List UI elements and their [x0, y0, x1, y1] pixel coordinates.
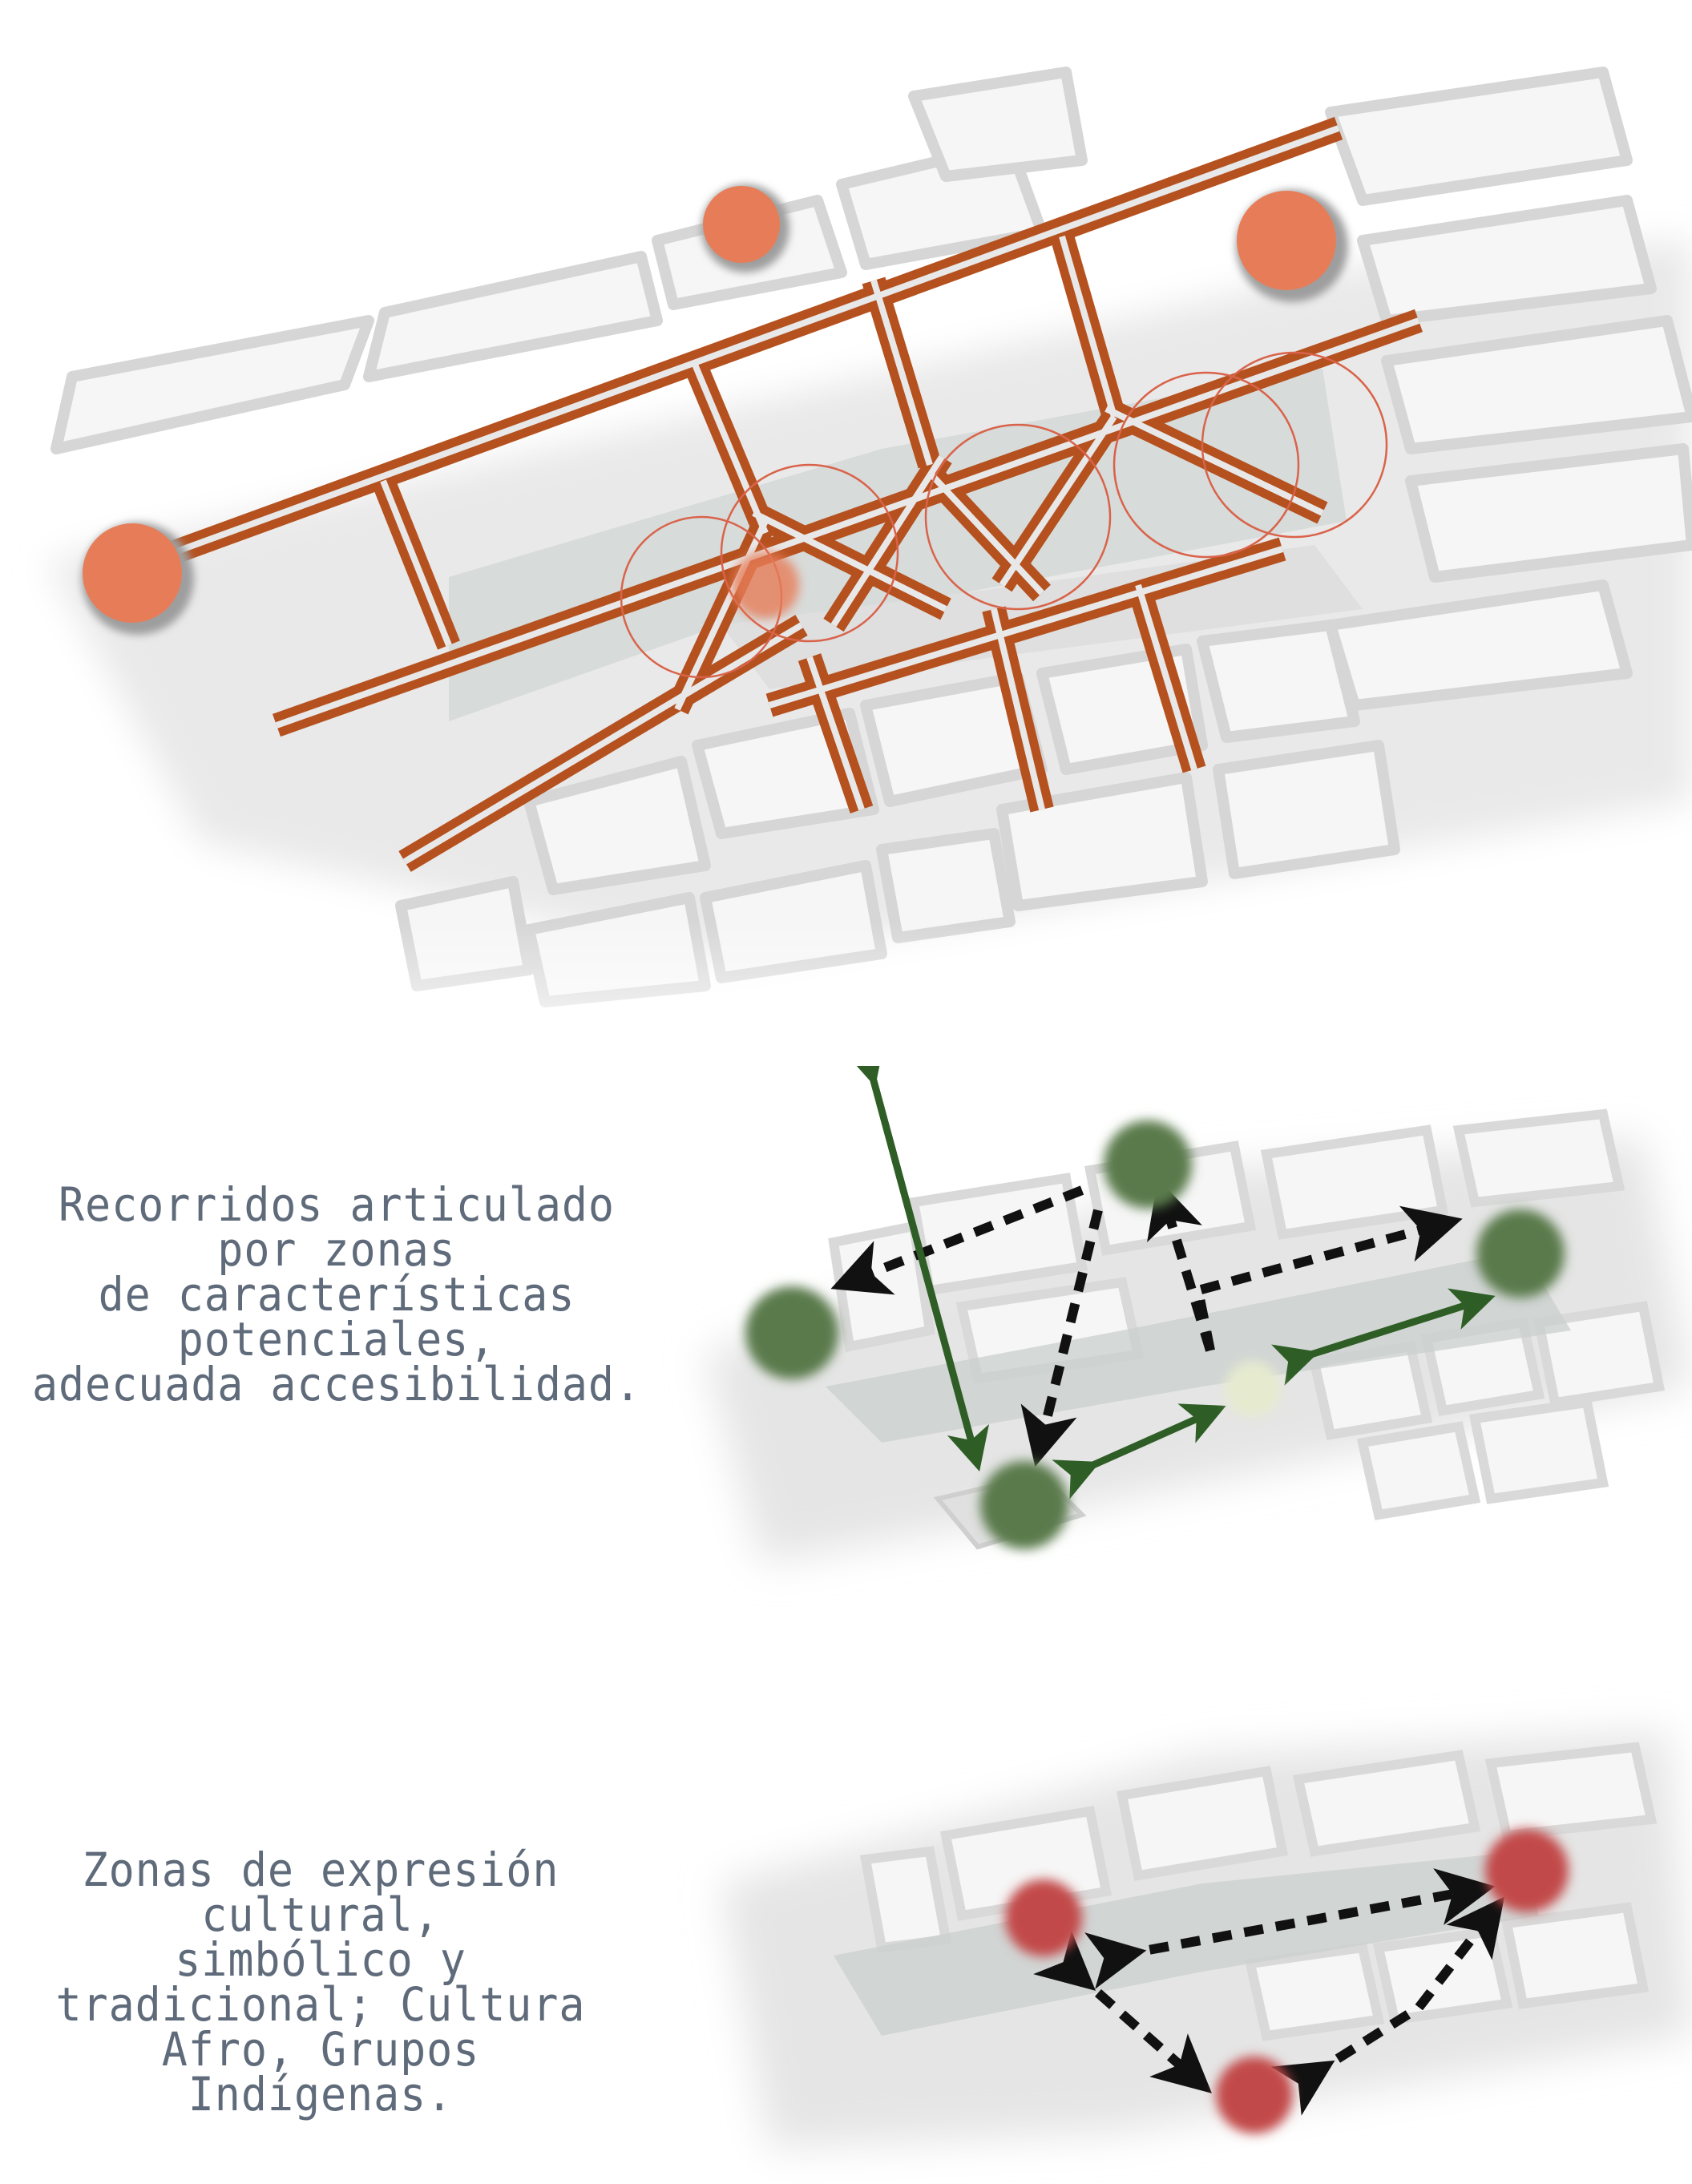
cultural-zones-panel: Zonas de expresión cultural, simbólico y…	[0, 1619, 1692, 2184]
green-nodes	[745, 1120, 1565, 1549]
accessibility-panel: Recorridos articulado por zonas de carac…	[0, 1066, 1692, 1619]
city-blocks	[50, 67, 1692, 1007]
route-network-panel	[0, 0, 1692, 1066]
route-network-map	[0, 67, 1692, 1066]
caption-line: Zonas de expresión cultural,	[82, 1843, 559, 1942]
caption-line: Afro, Grupos Indígenas.	[161, 2022, 480, 2121]
accessibility-map	[705, 1066, 1692, 1563]
caption-line: simbólico y tradicional; Cultura	[55, 1932, 586, 2032]
influence-rings	[620, 351, 1388, 679]
caption-line: adecuada accesibilidad.	[31, 1357, 642, 1411]
caption-line: de características potenciales,	[98, 1267, 575, 1367]
caption-line: Recorridos articulado por zonas	[59, 1177, 615, 1277]
cultural-zones-map	[721, 1731, 1692, 2148]
red-nodes	[1005, 1829, 1569, 2134]
orange-nodes	[82, 184, 1348, 635]
green-connections	[842, 1066, 1496, 1500]
caption-recorridos: Recorridos articulado por zonas de carac…	[27, 1177, 647, 1411]
route-lines	[168, 116, 1423, 872]
dashed-connections	[1033, 1868, 1505, 2116]
caption-zonas-culturales: Zonas de expresión cultural, simbólico y…	[26, 1847, 616, 2117]
